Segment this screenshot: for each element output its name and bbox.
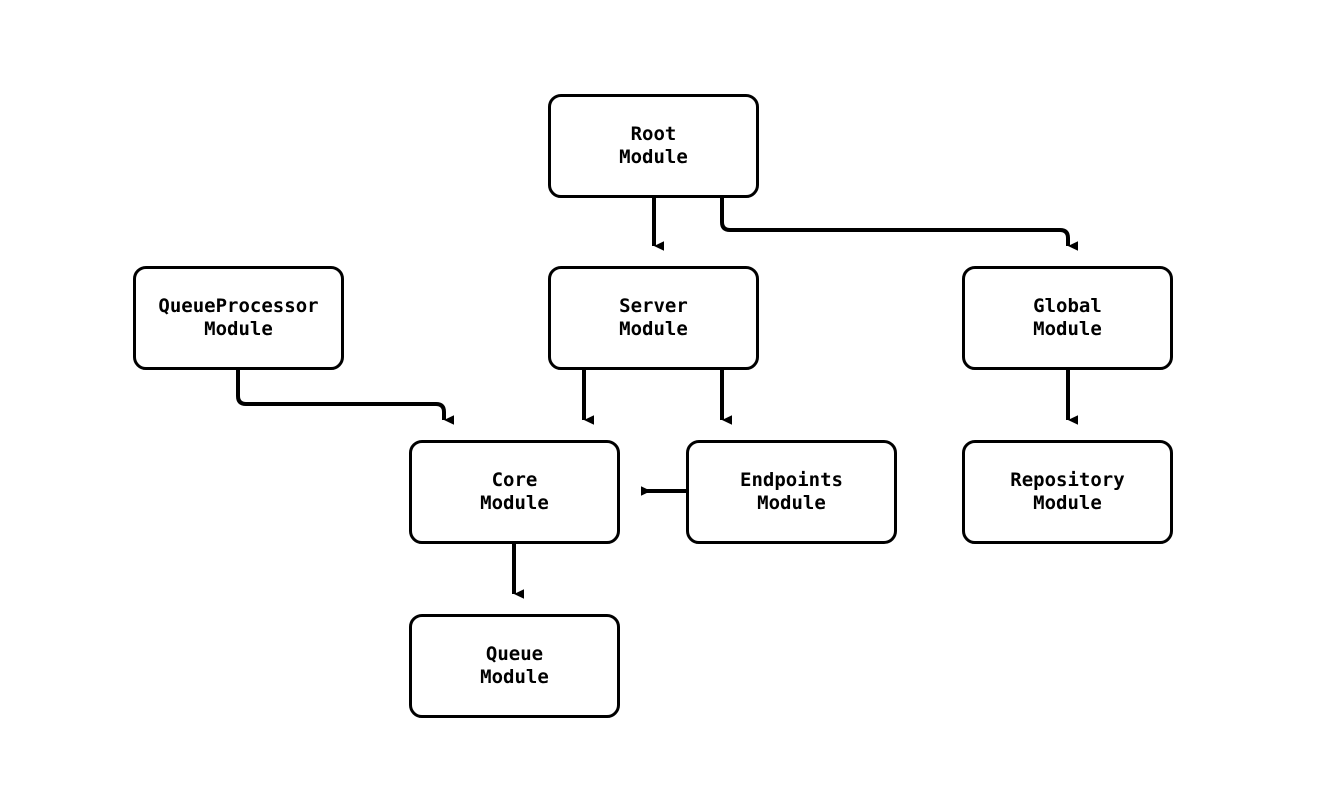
node-queueprocessor-module-label: QueueProcessor Module xyxy=(158,295,319,340)
node-root-module-label: Root Module xyxy=(619,123,688,168)
node-server-module-label: Server Module xyxy=(619,295,688,340)
edge-queueprocessor-core xyxy=(236,370,454,425)
node-global-module-label: Global Module xyxy=(1033,295,1102,340)
node-queue-module-label: Queue Module xyxy=(480,643,549,688)
node-endpoints-module-label: Endpoints Module xyxy=(740,469,843,514)
node-global-module[interactable]: Global Module xyxy=(962,266,1173,370)
node-repository-module-label: Repository Module xyxy=(1010,469,1125,514)
node-root-module[interactable]: Root Module xyxy=(548,94,759,198)
node-core-module-label: Core Module xyxy=(480,469,549,514)
node-repository-module[interactable]: Repository Module xyxy=(962,440,1173,544)
node-queueprocessor-module[interactable]: QueueProcessor Module xyxy=(133,266,344,370)
node-endpoints-module[interactable]: Endpoints Module xyxy=(686,440,897,544)
node-core-module[interactable]: Core Module xyxy=(409,440,620,544)
edge-root-global xyxy=(720,198,1078,251)
node-queue-module[interactable]: Queue Module xyxy=(409,614,620,718)
node-server-module[interactable]: Server Module xyxy=(548,266,759,370)
